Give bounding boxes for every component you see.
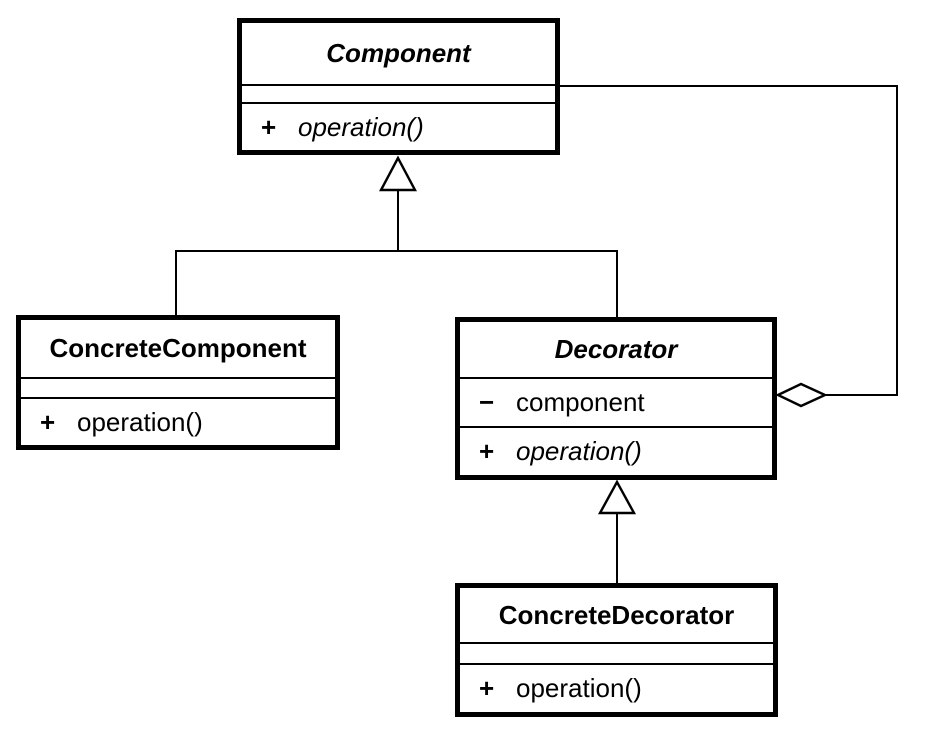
operation-label: operation()	[516, 673, 642, 703]
member-row: + operation()	[460, 665, 773, 712]
class-box-decorator: Decorator − component + operation()	[455, 317, 777, 480]
visibility-marker: −	[479, 387, 495, 417]
attributes-section: − component	[460, 377, 772, 426]
operations-section: + operation()	[21, 397, 335, 445]
attributes-section	[242, 84, 555, 102]
class-name: ConcreteDecorator	[498, 599, 735, 630]
visibility-marker: +	[40, 406, 56, 437]
attributes-section	[21, 377, 335, 397]
operations-section: + operation()	[242, 102, 555, 150]
generalization-arrowhead-component-icon	[379, 155, 417, 192]
class-name: ConcreteComponent	[49, 333, 307, 363]
visibility-marker: +	[479, 436, 495, 466]
class-box-concrete-component: ConcreteComponent + operation()	[16, 315, 340, 450]
visibility-marker: +	[479, 673, 495, 703]
attributes-section	[460, 642, 773, 663]
member-row: − component	[460, 379, 772, 426]
operation-label: operation()	[298, 111, 424, 142]
aggregation-line	[560, 85, 898, 396]
operations-section: + operation()	[460, 426, 772, 475]
member-row: + operation()	[21, 399, 335, 445]
aggregation-diamond-icon	[775, 382, 828, 408]
generalization-arrowhead-decorator-icon	[597, 479, 637, 515]
class-name: Component	[326, 38, 471, 68]
visibility-marker: +	[261, 111, 277, 142]
class-name: Decorator	[554, 334, 678, 364]
operation-label: operation()	[516, 436, 642, 466]
operation-label: operation()	[77, 406, 203, 437]
class-box-concrete-decorator: ConcreteDecorator + operation()	[455, 583, 778, 717]
member-row: + operation()	[242, 104, 555, 150]
member-row: + operation()	[460, 428, 772, 475]
class-box-component: Component + operation()	[237, 18, 560, 155]
attribute-label: component	[516, 387, 645, 417]
generalization-line-to-component	[175, 190, 618, 317]
operations-section: + operation()	[460, 663, 773, 712]
